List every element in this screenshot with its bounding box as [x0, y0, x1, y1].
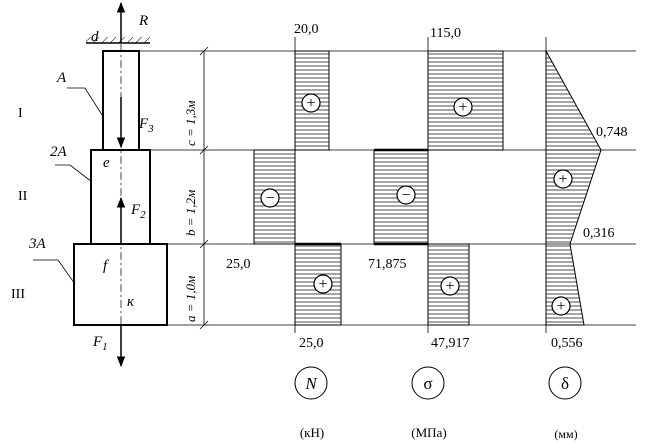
symbol-sigma: σ [411, 366, 445, 400]
sigma-sign-3: + [440, 276, 460, 296]
point-label-k: к [127, 294, 135, 310]
area-leader-1 [67, 87, 105, 119]
point-label-f: f [103, 258, 109, 274]
svg-text:+: + [306, 95, 315, 112]
sigma-label-top: 115,0 [430, 26, 461, 41]
reaction-label: R [138, 13, 148, 29]
dimension-line [199, 46, 209, 330]
delta-region [545, 49, 602, 326]
svg-text:δ: δ [561, 374, 569, 393]
delta-diagram [545, 37, 602, 333]
svg-text:+: + [458, 99, 467, 116]
area-label-2: 2A [50, 144, 68, 160]
sigma-diagram [373, 37, 504, 333]
svg-text:+: + [318, 276, 327, 293]
unit-n: (кН) [300, 425, 324, 440]
svg-text:+: + [445, 278, 454, 295]
svg-text:−: − [401, 187, 410, 204]
section-label-1: I [18, 106, 23, 121]
delta-label-bottom: 0,556 [551, 336, 583, 351]
n-label-bottom: 25,0 [299, 336, 324, 351]
bar-segment-3 [73, 243, 168, 326]
sigma-label-bottom: 47,917 [431, 336, 470, 351]
force-label-f3: F3 [138, 116, 154, 135]
svg-text:+: + [556, 298, 565, 315]
symbol-delta: δ [548, 366, 582, 400]
sigma-label-middle: 71,875 [368, 257, 407, 272]
fixed-support [86, 37, 150, 44]
svg-text:σ: σ [423, 374, 432, 393]
svg-text:+: + [558, 171, 567, 188]
support-hatch [86, 37, 150, 43]
sigma-sign-2: − [396, 185, 416, 205]
unit-delta: (мм) [554, 427, 577, 441]
support-label: d [91, 29, 99, 45]
dimension-label-b: b = 1,2м [183, 190, 198, 236]
n-label-top: 20,0 [294, 22, 319, 37]
section-label-3: III [11, 287, 25, 302]
area-label-3: 3A [28, 236, 47, 252]
force-label-f2: F2 [130, 202, 146, 221]
point-label-e: e [103, 155, 110, 171]
delta-sign-1: + [553, 169, 573, 189]
area-label-1: A [56, 70, 67, 86]
symbol-n: N [294, 366, 328, 400]
delta-sign-2: + [551, 296, 571, 316]
delta-label-middle: 0,316 [583, 226, 615, 241]
area-leader-3 [33, 259, 76, 285]
svg-text:N: N [304, 374, 318, 393]
unit-sigma: (МПа) [411, 425, 446, 440]
delta-label-top: 0,748 [596, 125, 628, 140]
n-sign-2: − [260, 188, 280, 208]
sigma-sign-1: + [453, 97, 473, 117]
svg-text:−: − [265, 190, 274, 207]
dimension-label-c: c = 1,3м [183, 100, 198, 146]
section-label-2: II [18, 189, 28, 204]
dimension-label-a: a = 1,0м [183, 276, 198, 322]
force-label-f1: F1 [92, 334, 108, 353]
n-sign-3: + [313, 274, 333, 294]
n-label-middle: 25,0 [226, 257, 251, 272]
area-leader-2 [55, 164, 93, 183]
n-sign-1: + [301, 93, 321, 113]
